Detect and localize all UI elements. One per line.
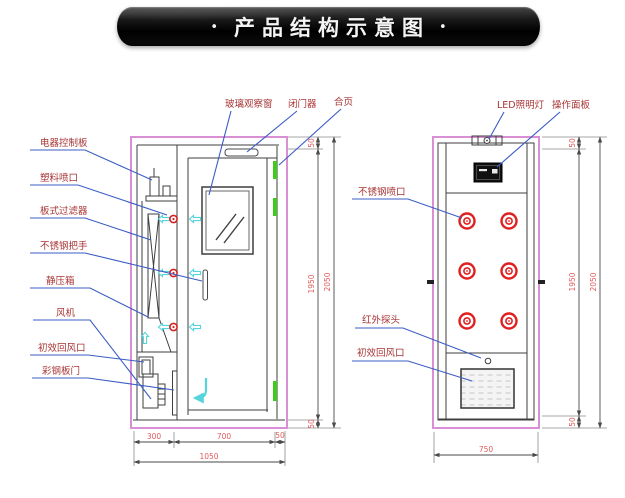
dim-50-top-right: 50: [568, 138, 577, 148]
label-door-closer: 闭门器: [288, 98, 317, 110]
label-stainless-handle: 不锈钢把手: [40, 240, 88, 252]
dim-50-top-left: 50: [307, 138, 316, 148]
part-labels: 电器控制板 塑料喷口 板式过滤器 不锈钢把手 静压箱 风机 初效回风口 彩钢板门…: [38, 96, 591, 377]
left-unit-structure-lines: [133, 144, 285, 421]
right-unit-front-view: [427, 135, 545, 429]
dim-1950-left: 1950: [307, 274, 316, 293]
label-color-steel-door: 彩钢板门: [42, 365, 80, 377]
downflow-arrow: [192, 378, 208, 404]
dim-1950-right: 1950: [568, 272, 577, 291]
dim-1050: 1050: [199, 452, 218, 461]
dim-750: 750: [479, 445, 494, 454]
dim-50-bottom-right: 50: [568, 417, 577, 427]
label-hinge: 合页: [334, 96, 353, 108]
label-electric-control-panel: 电器控制板: [40, 137, 88, 149]
operation-panel: [473, 162, 503, 183]
right-unit-dimensions: 750 50 1950 2050 50: [433, 136, 607, 463]
page-title: 产品结构示意图: [234, 15, 430, 40]
label-plenum-box: 静压箱: [46, 275, 75, 287]
door-handle: [202, 269, 208, 301]
title-bullet-left: •: [210, 20, 218, 35]
left-unit-side-view: [130, 136, 288, 429]
left-unit-dimensions: 300 700 50 1050 50 1950 2050 50: [133, 136, 341, 466]
plate-filter-box: [147, 213, 160, 319]
led-light-fixture: [471, 135, 503, 146]
label-glass-window: 玻璃观察窗: [225, 98, 273, 110]
label-infrared-sensor: 红外探头: [362, 314, 400, 326]
door-return-grille-bar: [172, 370, 178, 416]
dim-50-bottom-left: 50: [307, 419, 316, 429]
machinery-section: [137, 168, 178, 416]
label-operation-panel: 操作面板: [552, 99, 591, 111]
title-bullet-right: •: [439, 20, 447, 35]
door-closer: [224, 148, 259, 157]
return-air-grille: [460, 368, 515, 409]
label-plastic-nozzle: 塑料喷口: [40, 172, 78, 184]
dim-700: 700: [217, 432, 232, 441]
dim-50-width: 50: [275, 431, 285, 440]
dim-300: 300: [147, 432, 162, 441]
label-plate-filter: 板式过滤器: [40, 205, 88, 217]
leader-lines: [30, 108, 561, 400]
label-return-air-left: 初效回风口: [38, 342, 86, 354]
infrared-sensor: [484, 357, 492, 365]
right-unit-structure-lines: [437, 142, 535, 421]
dim-2050-left: 2050: [323, 272, 332, 291]
airflow-arrows: [140, 214, 208, 404]
side-tick-marks: [427, 280, 545, 284]
glass-observation-window: [201, 186, 254, 255]
return-air-box: [138, 356, 154, 378]
label-fan: 风机: [56, 307, 76, 319]
label-return-air-right: 初效回风口: [357, 347, 405, 359]
label-stainless-nozzle: 不锈钢喷口: [358, 186, 406, 198]
left-unit-outer-frame: [130, 136, 288, 429]
title-banner: • 产品结构示意图 •: [117, 7, 540, 46]
dim-2050-right: 2050: [589, 272, 598, 291]
label-led-light: LED照明灯: [497, 100, 545, 111]
door-hinges: [273, 161, 277, 401]
